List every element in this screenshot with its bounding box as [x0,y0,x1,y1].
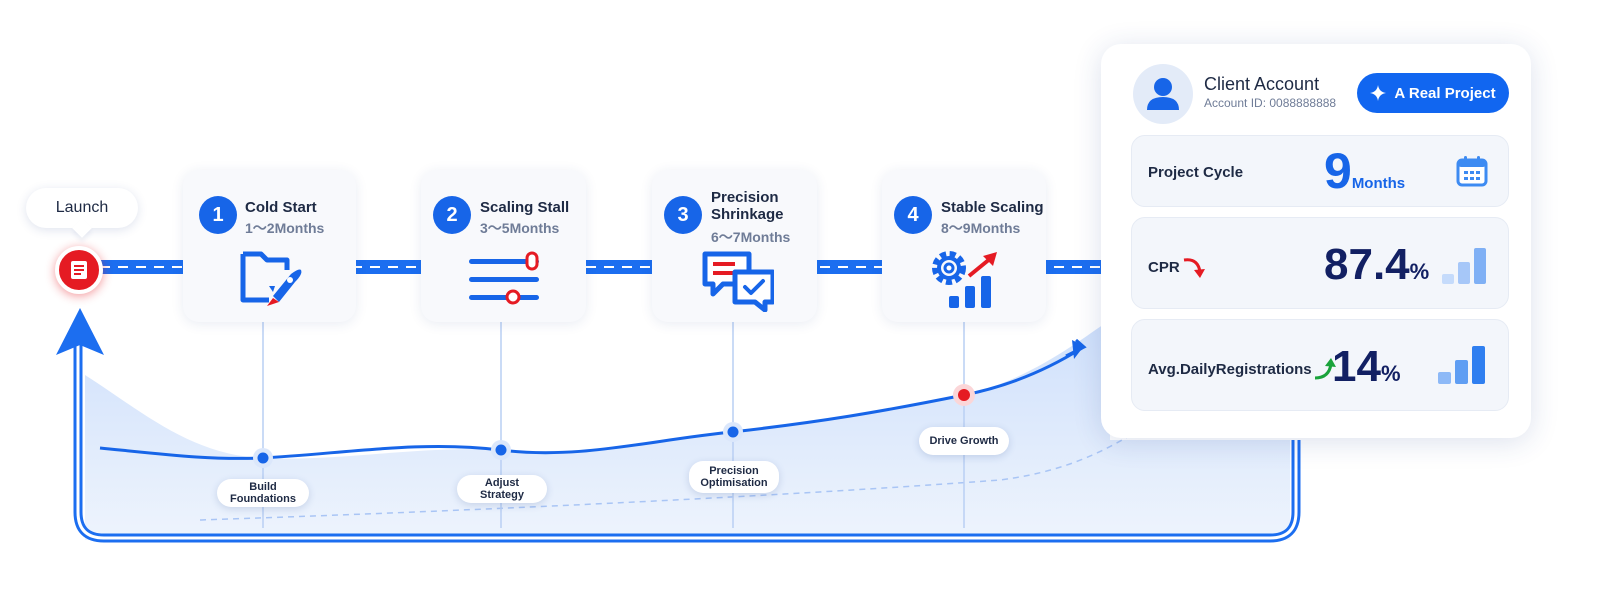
folder-rocket-icon [240,251,302,306]
stage-number: 4 [894,196,932,234]
user-icon [1147,78,1179,110]
stage-number: 1 [199,196,237,234]
metric-daily-registrations: Avg.DailyRegistrations 14% [1131,319,1509,411]
loop-arrowhead [56,308,104,355]
stage-number: 3 [664,196,702,234]
avatar [1133,64,1193,124]
stage-card-precision-shrinkage[interactable]: 3 Precision Shrinkage 6～7Months [652,170,817,322]
document-icon [71,261,87,279]
registrations-number: 14 [1332,342,1381,391]
account-id: Account ID: 0088888888 [1204,96,1337,110]
project-cycle-unit: Months [1351,175,1406,192]
stage-title: Cold Start [245,199,317,216]
metric-cpr: CPR 87.4% [1131,217,1509,309]
account-title: Client Account [1204,74,1320,94]
launch-node[interactable] [55,246,103,294]
launch-label: Launch [55,199,109,216]
chat-check-icon [702,251,774,312]
sliders-icon [469,251,539,305]
calendar-icon [1456,156,1488,187]
stage-title: Stable Scaling [941,199,1044,216]
milestone-tag-build-foundations: Build Foundations [217,479,309,507]
registrations-label-row: Avg.DailyRegistrations [1148,356,1339,382]
cpr-value: 87.4% [1324,240,1429,290]
stage-duration: 1～2Months [245,220,325,236]
cpr-label-row: CPR [1148,254,1208,280]
project-cycle-value: 9Months [1324,142,1405,200]
stage-title: Precision Shrinkage [711,189,784,223]
metric-project-cycle: Project Cycle 9Months [1131,135,1509,207]
project-cycle-number: 9 [1324,143,1352,199]
trend-up-icon [1314,358,1336,380]
real-project-button[interactable]: A Real Project [1357,73,1509,113]
growth-area [85,320,1290,540]
trend-down-icon [1183,258,1205,278]
gear-growth-icon [932,251,997,308]
stage-duration: 6～7Months [711,229,791,245]
stage-title: Scaling Stall [480,199,570,216]
stage-card-stable-scaling[interactable]: 4 Stable Scaling 8～9Months [882,170,1046,322]
project-cycle-label: Project Cycle [1148,164,1244,181]
cpr-label: CPR [1148,258,1180,276]
launch-bubble: Launch [26,188,138,228]
cpr-unit: % [1409,259,1430,284]
bar-chart-icon [1442,248,1486,284]
stage-duration: 8～9Months [941,220,1021,236]
registrations-label: Avg.DailyRegistrations [1148,360,1312,378]
stage-card-cold-start[interactable]: 1 Cold Start 1～2Months [183,170,356,322]
client-account-panel: Client Account Account ID: 0088888888 A … [1101,44,1531,438]
bar-chart-icon [1438,346,1485,384]
sparkle-icon [1370,85,1387,101]
cpr-number: 87.4 [1324,240,1410,289]
milestone-tag-drive-growth: Drive Growth [919,427,1009,455]
milestone-tag-precision-optimisation: Precision Optimisation [689,461,779,493]
milestone-tag-adjust-strategy: Adjust Strategy [457,475,547,503]
registrations-unit: % [1380,361,1401,386]
stage-number: 2 [433,196,471,234]
stage-card-scaling-stall[interactable]: 2 Scaling Stall 3～5Months [421,170,586,322]
growth-dashed-line [199,429,1141,521]
milestone-dots [253,384,975,468]
real-project-label: A Real Project [1394,84,1496,102]
registrations-value: 14% [1332,342,1401,392]
stage-duration: 3～5Months [480,220,560,236]
